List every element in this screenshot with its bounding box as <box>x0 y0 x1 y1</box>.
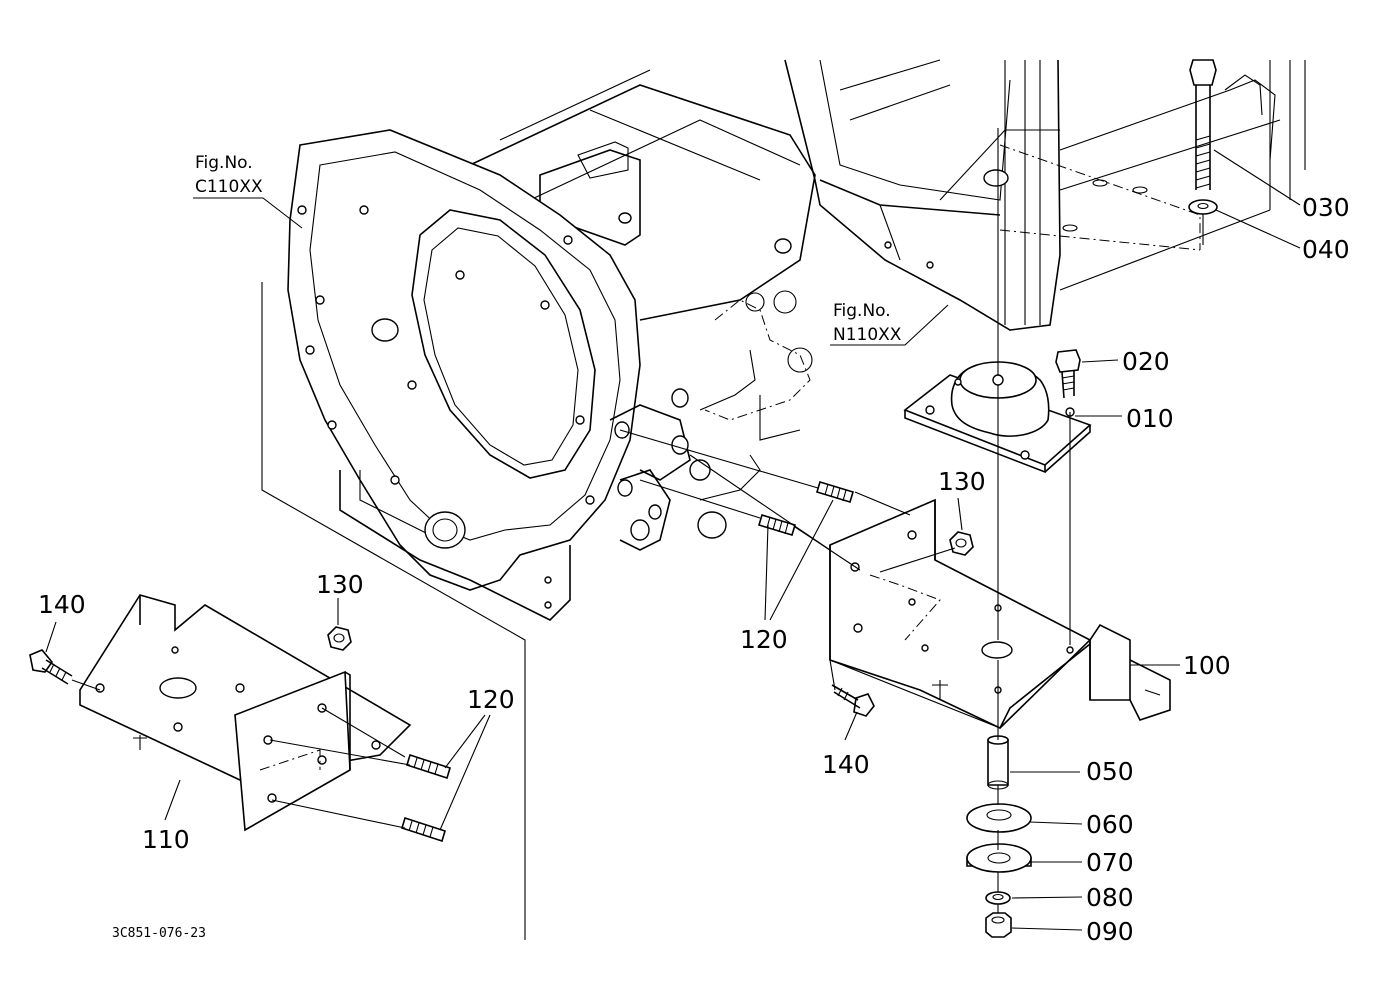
frame-assembly <box>784 59 1306 331</box>
part-070-washer <box>966 843 1032 873</box>
part-140-bolt-center <box>831 684 875 717</box>
fig-ref-left-line1: Fig.No. <box>195 153 253 173</box>
part-060-washer <box>966 803 1032 833</box>
label-140-center: 140 <box>822 750 870 779</box>
part-130-nut-right <box>949 531 974 556</box>
part-110-bracket <box>79 594 412 832</box>
label-030: 030 <box>1302 193 1350 222</box>
fig-ref-right-line2: N110XX <box>833 325 902 345</box>
clutch-housing <box>287 69 816 621</box>
part-080-lock-washer <box>985 891 1011 905</box>
part-050-collar <box>987 735 1009 790</box>
part-120-studs-left <box>401 753 451 843</box>
leader-lines <box>45 149 1301 931</box>
part-090-nut <box>985 912 1012 938</box>
label-020: 020 <box>1122 347 1170 376</box>
label-140-left: 140 <box>38 590 86 619</box>
label-060: 060 <box>1086 810 1134 839</box>
assembly-lines <box>71 128 1204 940</box>
label-090: 090 <box>1086 917 1134 946</box>
figure-references: Fig.No. C110XX Fig.No. N110XX <box>195 153 902 345</box>
label-080: 080 <box>1086 883 1134 912</box>
label-110: 110 <box>142 825 190 854</box>
label-120-left: 120 <box>467 685 515 714</box>
fig-ref-left-line2: C110XX <box>195 177 263 197</box>
label-050: 050 <box>1086 757 1134 786</box>
label-070: 070 <box>1086 848 1134 877</box>
label-100: 100 <box>1183 651 1231 680</box>
part-100-bracket <box>829 498 1171 729</box>
part-number-labels: 030 040 020 010 130 100 120 140 050 060 … <box>38 193 1350 946</box>
part-120-studs-center <box>758 481 854 536</box>
part-040-washer <box>1188 199 1218 215</box>
part-030-bolt <box>1189 59 1217 190</box>
drawing-code: 3C851-076-23 <box>112 926 206 941</box>
label-040: 040 <box>1302 235 1350 264</box>
part-020-bolt <box>1055 349 1081 399</box>
label-120-center: 120 <box>740 625 788 654</box>
label-010: 010 <box>1126 404 1174 433</box>
part-140-bolt-left <box>29 649 73 685</box>
label-130-left: 130 <box>316 570 364 599</box>
label-130-right: 130 <box>938 467 986 496</box>
part-130-nut-left <box>327 626 352 651</box>
fig-ref-right-line1: Fig.No. <box>833 301 891 321</box>
